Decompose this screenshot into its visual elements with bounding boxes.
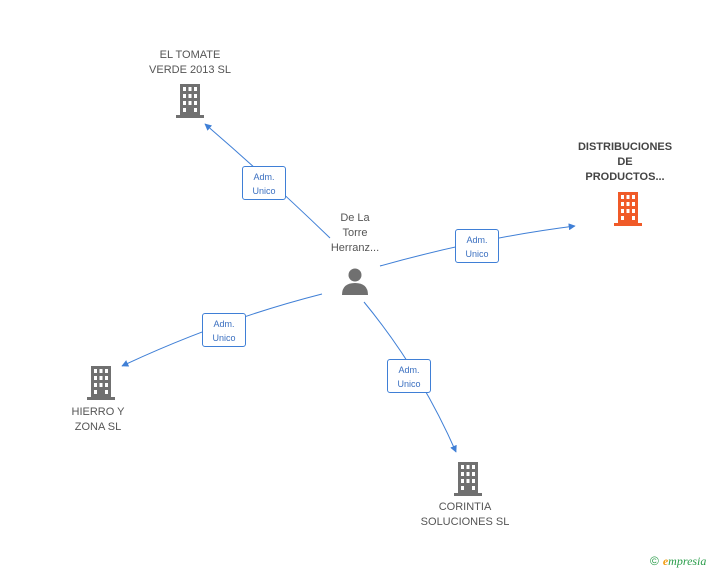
building-icon[interactable] bbox=[452, 462, 484, 496]
node-label-hierro[interactable]: HIERRO Y ZONA SL bbox=[71, 406, 125, 433]
edge-label-line2: Unico bbox=[465, 249, 489, 259]
edge-label-line1: Adm. bbox=[253, 172, 275, 182]
node-label-distribuciones[interactable]: DISTRIBUCIONES DE PRODUCTOS... bbox=[577, 141, 673, 183]
edge-label-line1: Adm. bbox=[398, 365, 420, 375]
building-icon[interactable] bbox=[85, 366, 117, 400]
brand-logo-e: e bbox=[662, 554, 669, 568]
edge-label-line1: Adm. bbox=[213, 319, 235, 329]
edge-label-el-tomate[interactable]: Adm. Unico bbox=[242, 166, 286, 200]
copyright-symbol: © bbox=[650, 554, 659, 568]
edge-label-distribuciones[interactable]: Adm. Unico bbox=[455, 229, 499, 263]
edge-label-line1: Adm. bbox=[466, 235, 488, 245]
person-icon[interactable] bbox=[340, 266, 370, 296]
building-icon-highlight[interactable] bbox=[612, 192, 644, 226]
building-icon[interactable] bbox=[174, 84, 206, 118]
edge-label-hierro[interactable]: Adm. Unico bbox=[202, 313, 246, 347]
edge-label-corintia[interactable]: Adm. Unico bbox=[387, 359, 431, 393]
brand-name: mpresia bbox=[668, 554, 707, 568]
node-label-el-tomate[interactable]: EL TOMATE VERDE 2013 SL bbox=[149, 49, 231, 76]
edge-label-line2: Unico bbox=[397, 379, 421, 389]
node-label-center-person[interactable]: De La Torre Herranz... bbox=[330, 212, 380, 254]
edge-label-line2: Unico bbox=[212, 333, 236, 343]
node-label-corintia[interactable]: CORINTIA SOLUCIONES SL bbox=[420, 501, 510, 528]
edge-label-line2: Unico bbox=[252, 186, 276, 196]
brand-watermark: ©empresia bbox=[650, 554, 706, 569]
